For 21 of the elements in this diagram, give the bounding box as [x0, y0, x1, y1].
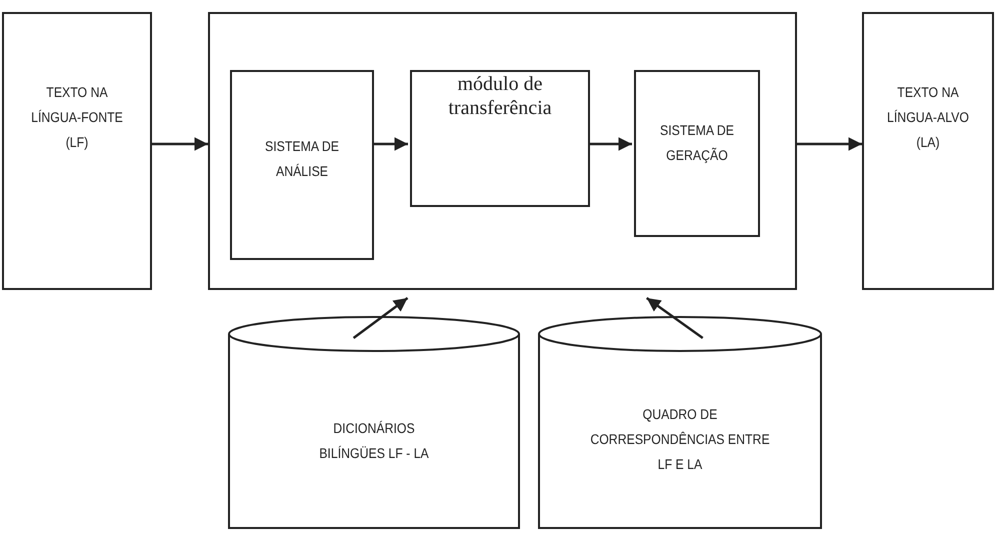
node-label: SISTEMA DE GERAÇÃO	[659, 121, 735, 165]
arrow	[152, 137, 208, 151]
node-label: módulo de transferência	[447, 72, 553, 120]
arrow	[372, 137, 408, 151]
system-container-box	[208, 12, 797, 290]
node-label: SISTEMA DE ANÁLISE	[264, 137, 340, 181]
process-box	[634, 70, 760, 237]
database-cylinder	[538, 316, 822, 530]
node-label: QUADRO DE CORRESPONDÊNCIAS ENTRE LF E LA	[589, 405, 771, 474]
database-cylinder	[228, 316, 520, 530]
node-label: DICIONÁRIOS BILÍNGÜES LF - LA	[318, 419, 430, 463]
process-box	[230, 70, 374, 260]
node-label: TEXTO NA LÍNGUA-FONTE (LF)	[30, 83, 124, 152]
process-box	[862, 12, 994, 290]
process-box	[410, 70, 590, 207]
arrow	[646, 296, 704, 340]
arrow	[797, 137, 862, 151]
arrow	[352, 297, 408, 339]
arrow	[588, 137, 632, 151]
process-box	[2, 12, 152, 290]
node-label: TEXTO NA LÍNGUA-ALVO (LA)	[886, 83, 970, 152]
